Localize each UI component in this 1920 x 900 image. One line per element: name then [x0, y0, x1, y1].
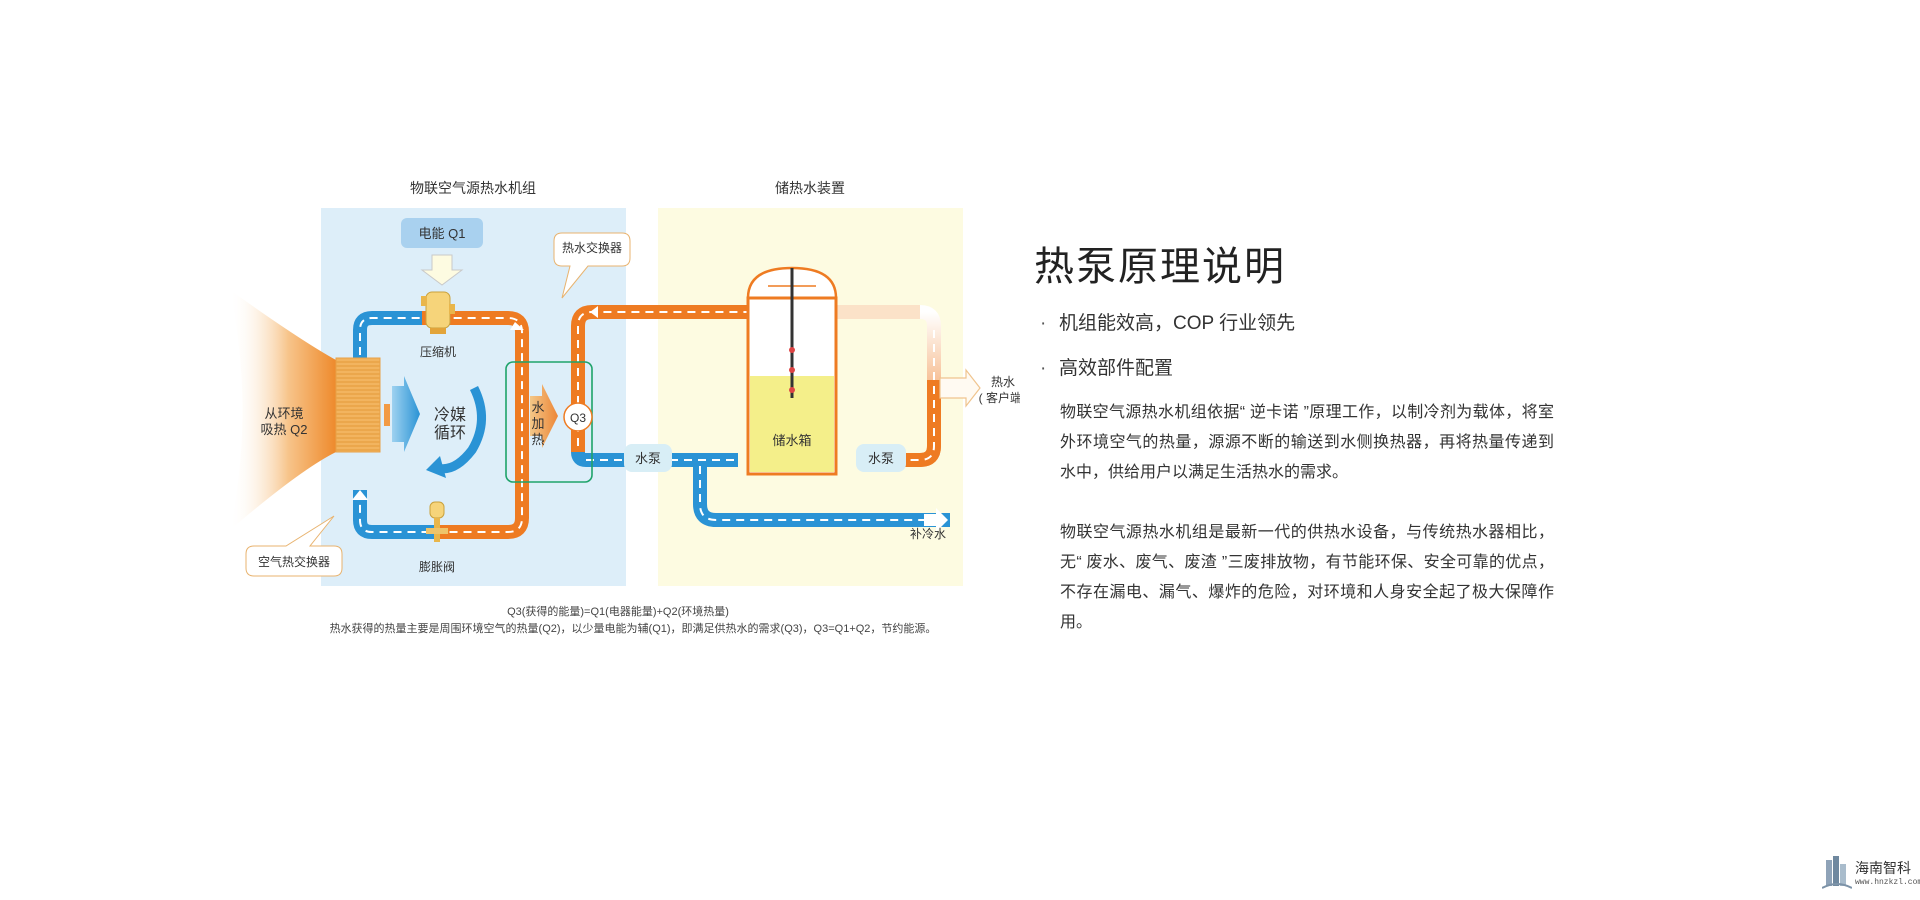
pump-label-2: 水泵	[868, 451, 894, 466]
expansion-valve-icon	[426, 501, 448, 542]
customer-label: ( 客户端 )	[979, 390, 1020, 405]
compressor-label: 压缩机	[420, 344, 456, 359]
feature-item: · 机组能效高，COP 行业领先	[1034, 312, 1554, 336]
water-heat-label-3: 热	[531, 432, 544, 447]
power-label: 电能 Q1	[419, 226, 466, 241]
power-arrow-icon	[420, 254, 464, 286]
formula-text: Q3(获得的能量)=Q1(电器能量)+Q2(环境热量)	[507, 604, 729, 618]
air-exchanger-callout	[245, 515, 343, 577]
hot-water-outlet-arrow-icon	[939, 368, 981, 408]
bullet-dot: ·	[1040, 313, 1047, 334]
ambient-label-1: 从环境	[264, 406, 303, 421]
feature-text: 高效部件配置	[1059, 358, 1174, 379]
feature-text: 机组能效高，COP 行业领先	[1059, 313, 1296, 334]
hot-water-label: 热水	[991, 375, 1015, 389]
storage-tank	[746, 266, 838, 476]
refrigerant-label-2: 循环	[434, 424, 466, 442]
compressor-icon	[421, 291, 455, 334]
feature-item: · 高效部件配置	[1034, 357, 1554, 381]
air-flow-arrow-icon	[392, 376, 420, 452]
water-exchanger-box	[505, 361, 593, 483]
pump-label-1: 水泵	[635, 451, 661, 466]
tank-label: 储水箱	[772, 433, 811, 448]
description-paragraph-1: 物联空气源热水机组依据“ 逆卡诺 ”原理工作，以制冷剂为载体，将室外环境空气的热…	[1060, 404, 1554, 481]
brand-logo[interactable]: 海南智科 www.hnzkzl.com	[1822, 852, 1920, 892]
cold-water-label: 补冷水	[910, 527, 946, 541]
air-heat-exchanger	[335, 357, 381, 453]
unit-title: 物联空气源热水机组	[410, 180, 536, 196]
hot-exchanger-callout	[553, 232, 631, 299]
water-heat-label-1: 水	[531, 400, 544, 415]
cold-water-arrow-icon	[924, 508, 948, 532]
water-pump-2	[856, 444, 906, 472]
logo-name: 海南智科	[1855, 860, 1911, 876]
heat-transfer-arrow-icon	[530, 384, 558, 448]
caption-text: 热水获得的热量主要是周围环境空气的热量(Q2)，以少量电能为辅(Q1)，即满足供…	[330, 621, 937, 635]
q3-circle	[563, 402, 593, 432]
q3-label: Q3	[570, 411, 586, 425]
valve-label: 膨胀阀	[419, 560, 455, 574]
refrigerant-label-1: 冷媒	[434, 406, 466, 424]
feature-list: · 机组能效高，COP 行业领先 · 高效部件配置	[1034, 312, 1554, 381]
air-exchanger-label: 空气热交换器	[258, 554, 330, 569]
ambient-heat-glow	[230, 290, 336, 530]
description-paragraph-2: 物联空气源热水机组是最新一代的供热水设备，与传统热水器相比，无“ 废水、废气、废…	[1060, 524, 1554, 631]
logo-url: www.hnzkzl.com	[1855, 878, 1920, 887]
ambient-label-2: 吸热 Q2	[261, 422, 308, 437]
water-heat-label-2: 加	[531, 416, 544, 431]
info-panel: 热泵原理说明 · 机组能效高，COP 行业领先 · 高效部件配置 物联空气源热水机组…	[1034, 234, 1554, 638]
storage-title: 储热水装置	[775, 180, 845, 196]
water-pump-1	[624, 444, 672, 472]
refrigerant-cycle-arrow-icon	[429, 385, 487, 474]
fan-icon	[384, 404, 390, 426]
info-heading: 热泵原理说明	[1034, 245, 1286, 289]
hot-exchanger-label: 热水交换器	[562, 240, 622, 255]
power-box	[401, 218, 483, 248]
bullet-dot: ·	[1040, 358, 1047, 379]
heat-pump-diagram: 物联空气源热水机组 储热水装置	[230, 180, 1020, 635]
building-logo-icon	[1822, 856, 1852, 889]
